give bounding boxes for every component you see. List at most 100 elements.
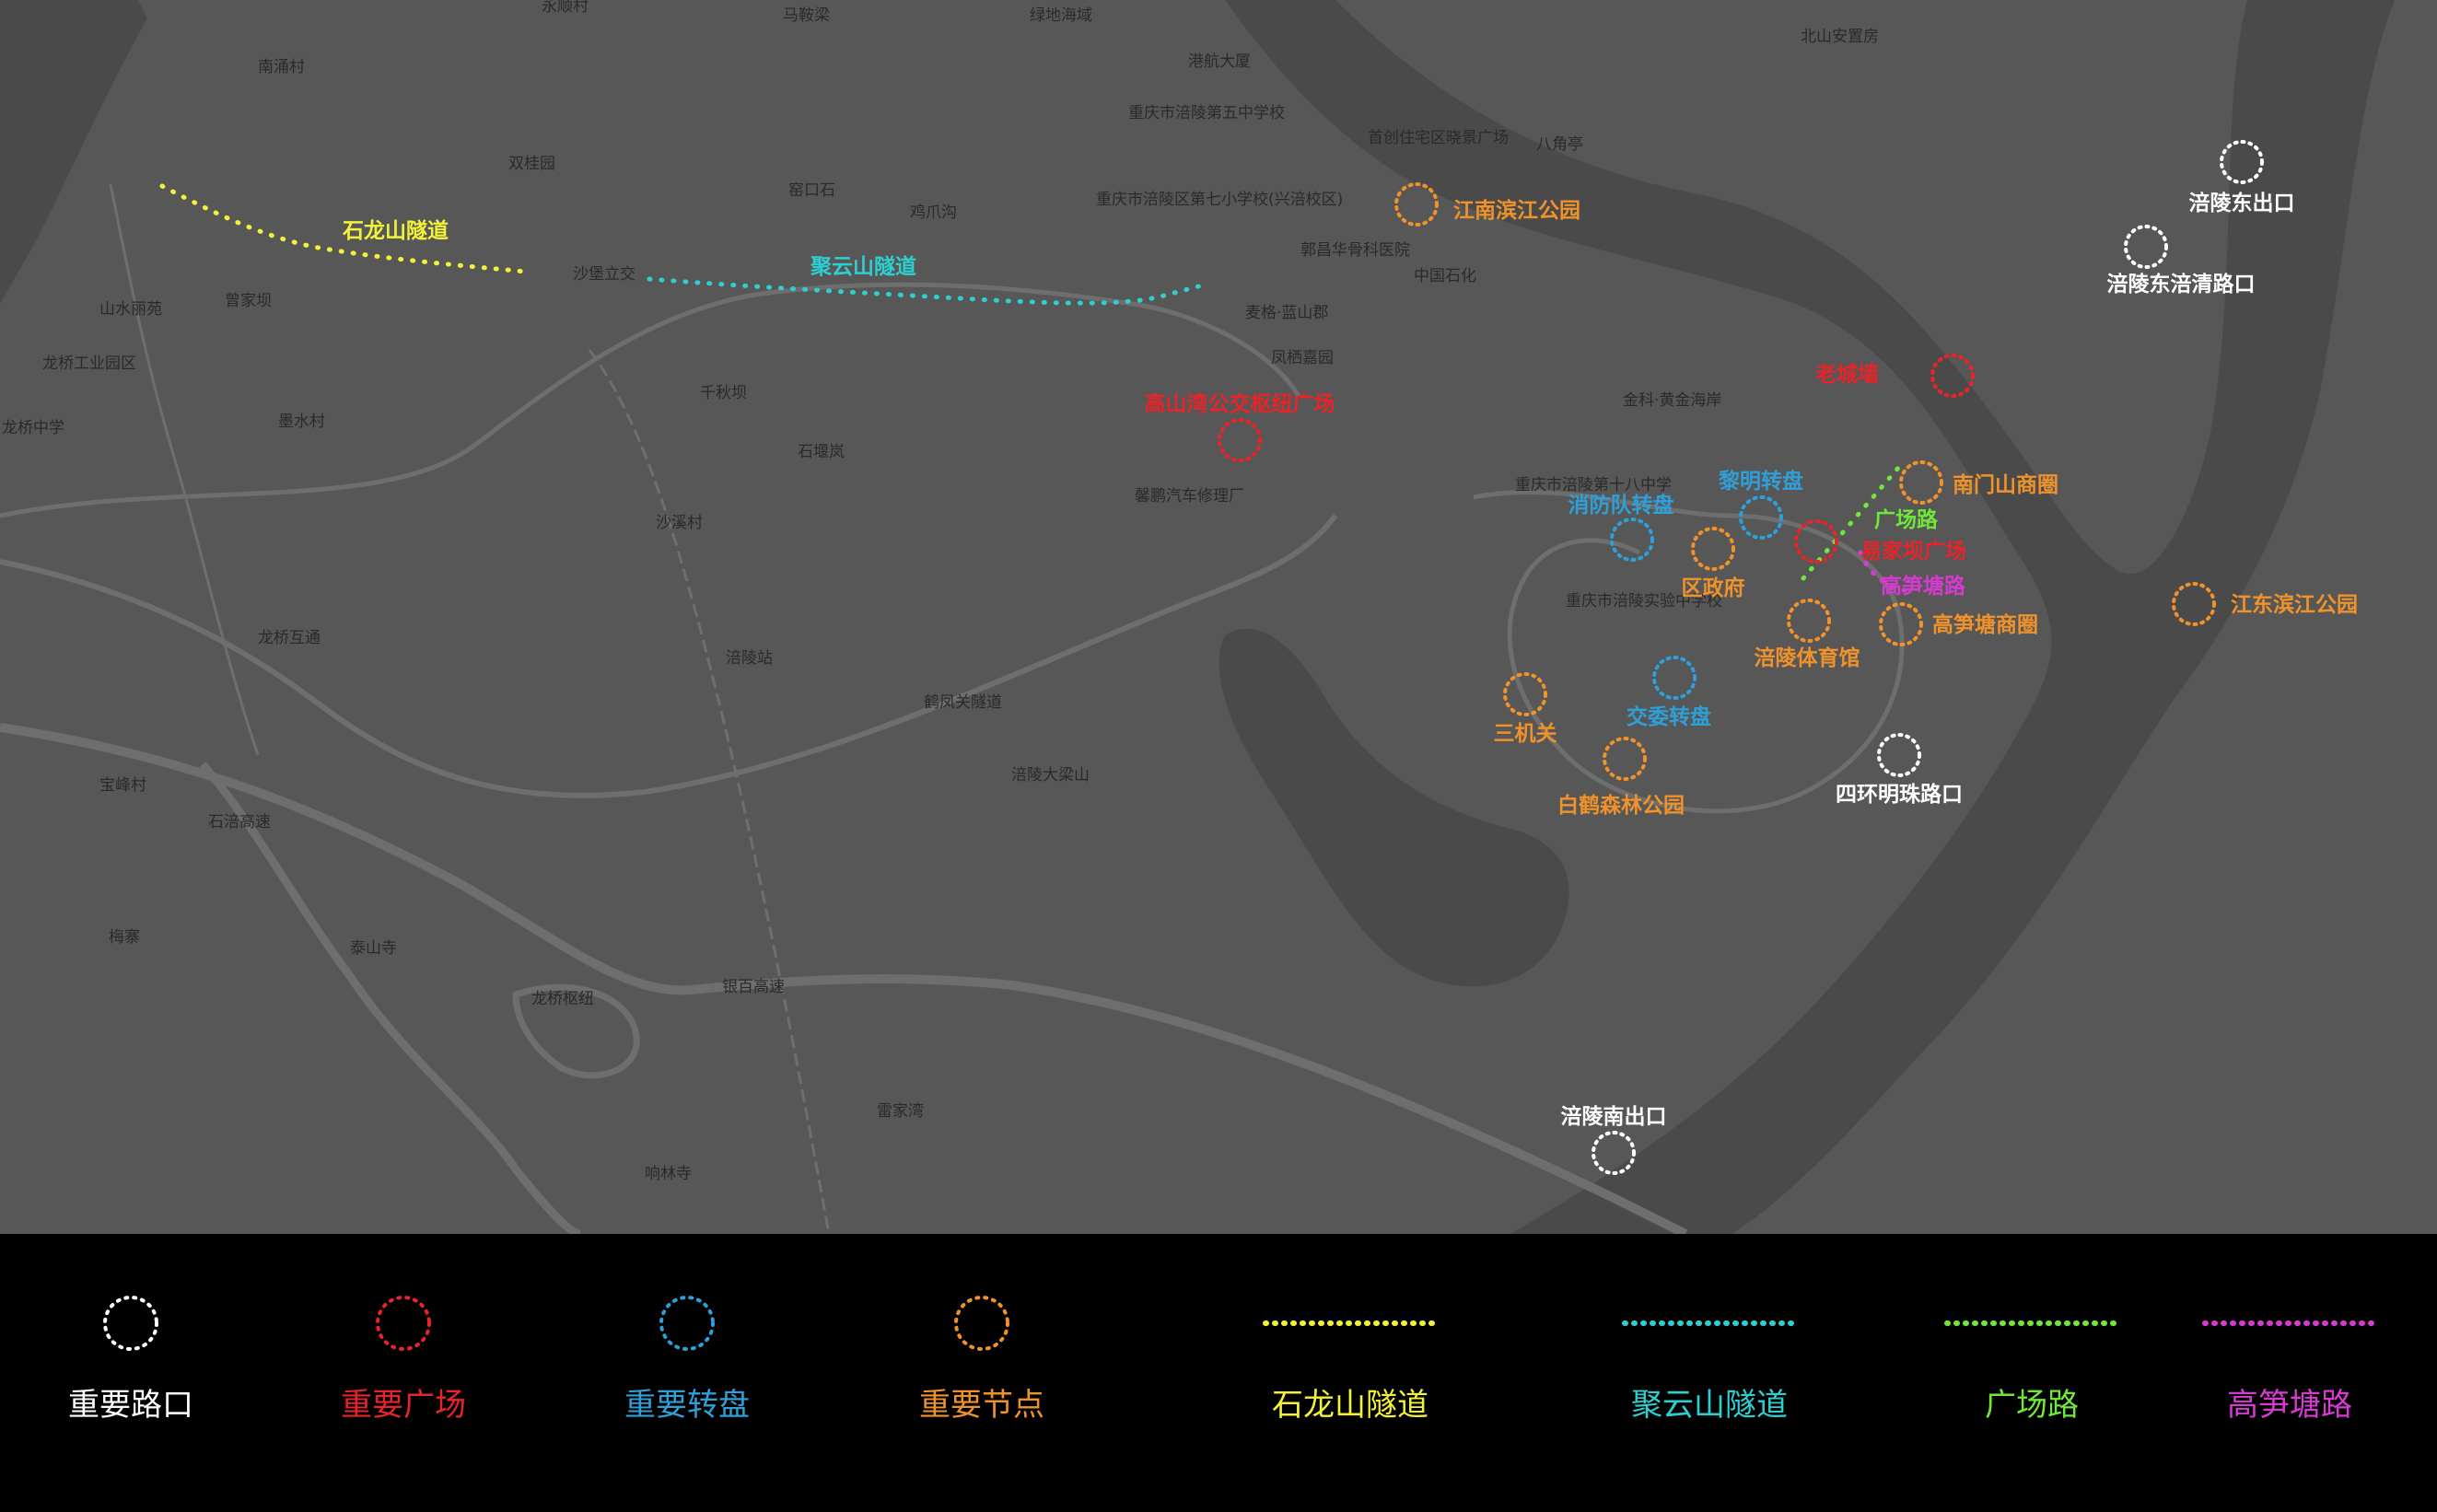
route-label-juyunshan-tunnel: 聚云山隧道 bbox=[810, 254, 916, 279]
legend-item-juyunshan-tunnel: 聚云山隧道 bbox=[1622, 1320, 1797, 1424]
node-ring-icon bbox=[1879, 602, 1923, 646]
legend-item-guangchang-road: 广场路 bbox=[1944, 1320, 2119, 1424]
node-ring-icon bbox=[1899, 460, 1943, 505]
basemap-label: 重庆市涪陵第五中学校 bbox=[1128, 104, 1285, 122]
node-ring-icon bbox=[1603, 737, 1647, 781]
intersection-ring-icon bbox=[2220, 140, 2264, 184]
map-canvas[interactable]: 永顺村马鞍梁绿地海域港航大厦北山安置房南涌村重庆市涪陵第五中学校首创住宅区晓景广… bbox=[0, 0, 2437, 1234]
basemap-label: 沙溪村 bbox=[656, 514, 703, 532]
marker-node[interactable]: 区政府 bbox=[1682, 527, 1745, 600]
basemap-label: 涪陵站 bbox=[726, 649, 773, 668]
marker-label: 交委转盘 bbox=[1627, 704, 1711, 729]
legend-item-node: 重要节点 bbox=[919, 1296, 1044, 1424]
marker-label: 白鹤森林公园 bbox=[1557, 793, 1685, 818]
basemap-label: 梅寨 bbox=[109, 928, 140, 947]
marker-node[interactable]: 三机关 bbox=[1494, 672, 1557, 746]
marker-label: 涪陵东涪清路口 bbox=[2107, 272, 2256, 297]
basemap-label: 宝峰村 bbox=[99, 776, 146, 795]
marker-roundabout[interactable]: 黎明转盘 bbox=[1719, 469, 1803, 540]
legend-item-shilongshan-tunnel: 石龙山隧道 bbox=[1263, 1320, 1438, 1424]
basemap-label: 凤栖嘉园 bbox=[1271, 349, 1334, 367]
route-layer bbox=[159, 183, 1914, 594]
intersection-ring-icon bbox=[1877, 733, 1921, 777]
road-longqiao-junction bbox=[512, 983, 640, 1079]
marker-node[interactable]: 江东滨江公园 bbox=[2172, 582, 2358, 626]
basemap-label: 鸡爪沟 bbox=[910, 204, 957, 222]
legend-ring-icon bbox=[954, 1296, 1009, 1351]
road-layer bbox=[0, 183, 1905, 1234]
legend-item-gaosuntang-road: 高笋塘路 bbox=[2202, 1320, 2377, 1424]
road-railway bbox=[588, 349, 831, 1234]
marker-label: 消防队转盘 bbox=[1568, 493, 1674, 518]
basemap-label: 重庆市涪陵实验中学校 bbox=[1566, 592, 1722, 611]
marker-label: 高笋塘商圈 bbox=[1932, 612, 2038, 637]
marker-intersection[interactable]: 涪陵东出口 bbox=[2189, 140, 2295, 215]
basemap-label: 龙桥枢纽 bbox=[531, 990, 594, 1008]
river-layer bbox=[0, 0, 2395, 1234]
basemap-label: 涪陵大梁山 bbox=[1011, 766, 1090, 785]
legend-label: 重要路口 bbox=[68, 1387, 193, 1424]
legend-label: 重要广场 bbox=[341, 1387, 466, 1424]
marker-intersection[interactable]: 四环明珠路口 bbox=[1836, 733, 1963, 807]
marker-roundabout[interactable]: 交委转盘 bbox=[1627, 656, 1711, 729]
marker-node[interactable]: 南门山商圈 bbox=[1899, 460, 2058, 505]
basemap-label: 重庆市涪陵第十八中学 bbox=[1515, 476, 1672, 494]
legend-label: 广场路 bbox=[1985, 1387, 2079, 1424]
marker-intersection[interactable]: 涪陵南出口 bbox=[1561, 1104, 1667, 1175]
marker-plaza[interactable]: 高山湾公交枢纽广场 bbox=[1145, 391, 1335, 462]
marker-label: 涪陵体育馆 bbox=[1755, 646, 1860, 670]
legend-label: 石龙山隧道 bbox=[1272, 1387, 1428, 1424]
legend-label: 重要转盘 bbox=[624, 1387, 750, 1424]
intersection-ring-icon bbox=[1592, 1131, 1636, 1175]
basemap-label: 金科·黄金海岸 bbox=[1623, 391, 1721, 410]
legend-bar: 重要路口 重要广场 重要转盘 重要节点 石龙山隧道 聚云山隧道广场路 高笋塘路 bbox=[0, 1234, 2437, 1508]
legend-label: 高笋塘路 bbox=[2227, 1387, 2352, 1424]
node-ring-icon bbox=[1691, 527, 1735, 571]
roundabout-ring-icon bbox=[1652, 656, 1697, 700]
legend-item-plaza: 重要广场 bbox=[341, 1296, 466, 1424]
legend-label: 重要节点 bbox=[919, 1387, 1044, 1424]
basemap-label: 沙堡立交 bbox=[573, 265, 635, 284]
route-guangchang-road[interactable] bbox=[1801, 458, 1907, 581]
legend-item-roundabout: 重要转盘 bbox=[624, 1296, 750, 1424]
legend-ring-icon bbox=[103, 1296, 158, 1351]
marker-intersection[interactable]: 涪陵东涪清路口 bbox=[2107, 225, 2256, 297]
node-ring-icon bbox=[1394, 182, 1439, 227]
basemap-label: 雷家湾 bbox=[877, 1102, 924, 1121]
basemap-label-layer: 永顺村马鞍梁绿地海域港航大厦北山安置房南涌村重庆市涪陵第五中学校首创住宅区晓景广… bbox=[2, 0, 1879, 1183]
plaza-ring-icon bbox=[1930, 354, 1975, 398]
marker-label: 老城墙 bbox=[1814, 362, 1879, 387]
marker-plaza[interactable]: 易家坝广场 bbox=[1794, 519, 1966, 564]
basemap-label: 八角亭 bbox=[1536, 135, 1583, 154]
basemap-label: 中国石化 bbox=[1414, 267, 1476, 285]
marker-plaza[interactable]: 老城墙 bbox=[1814, 354, 1975, 398]
marker-node[interactable]: 白鹤森林公园 bbox=[1557, 737, 1685, 818]
marker-label: 涪陵东出口 bbox=[2189, 191, 2295, 215]
marker-node[interactable]: 涪陵体育馆 bbox=[1755, 599, 1860, 670]
basemap-label: 港航大厦 bbox=[1188, 52, 1251, 71]
node-ring-icon bbox=[1787, 599, 1831, 643]
river-yangtze-left bbox=[0, 0, 147, 304]
legend-ring-icon bbox=[659, 1296, 715, 1351]
road-shifu-expressway bbox=[199, 762, 581, 1234]
marker-node[interactable]: 高笋塘商圈 bbox=[1879, 602, 2038, 646]
basemap-label: 麦格·蓝山郡 bbox=[1245, 304, 1328, 322]
basemap-label: 山水丽苑 bbox=[99, 300, 162, 319]
legend-ring-icon bbox=[376, 1296, 431, 1351]
marker-roundabout[interactable]: 消防队转盘 bbox=[1568, 493, 1674, 562]
plaza-ring-icon bbox=[1218, 418, 1262, 462]
road-north-trunk bbox=[0, 282, 1301, 518]
route-gaosuntang-road[interactable] bbox=[1858, 550, 1914, 594]
basemap-label: 响林寺 bbox=[645, 1165, 692, 1183]
marker-label: 黎明转盘 bbox=[1719, 469, 1803, 494]
marker-node[interactable]: 江南滨江公园 bbox=[1394, 182, 1580, 227]
basemap-label: 重庆市涪陵区第七小学校(兴涪校区) bbox=[1096, 191, 1343, 209]
basemap-label: 南涌村 bbox=[258, 58, 305, 76]
basemap-label: 石涪高速 bbox=[208, 813, 271, 832]
intersection-ring-icon bbox=[2124, 225, 2168, 269]
basemap-label: 龙桥中学 bbox=[2, 419, 64, 437]
route-label-shilongshan-tunnel: 石龙山隧道 bbox=[342, 218, 449, 243]
basemap-label: 北山安置房 bbox=[1801, 28, 1879, 46]
